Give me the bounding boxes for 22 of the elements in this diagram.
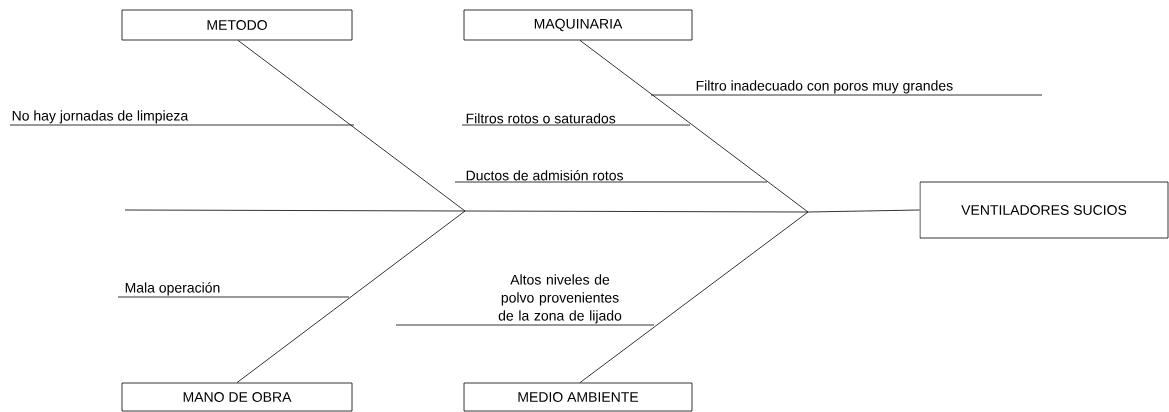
category-box: MANO DE OBRA <box>121 382 353 412</box>
bone-line <box>236 210 466 383</box>
cause-line <box>9 124 355 126</box>
cause-line <box>454 181 768 183</box>
cause-text: Ductos de admisión rotos <box>466 169 624 181</box>
cause-text: Mala operación <box>125 282 220 296</box>
cause-line <box>395 324 655 326</box>
cause-line <box>461 124 691 126</box>
bone-line <box>237 40 466 212</box>
cause-text: Altos niveles de polvo provenientes de la zona de lijado <box>498 274 622 324</box>
cause-line <box>650 94 1043 96</box>
bone-line <box>579 40 809 213</box>
spine-line <box>124 209 920 213</box>
bone-line <box>579 211 809 383</box>
category-box: MAQUINARIA <box>463 9 693 41</box>
category-box: VENTILADORES SUCIOS <box>919 181 1169 239</box>
category-box: METODO <box>121 9 353 41</box>
cause-line <box>117 296 350 298</box>
cause-text: Filtros rotos o saturados <box>466 113 616 124</box>
category-box: MEDIO AMBIENTE <box>463 382 693 412</box>
cause-text: Filtro inadecuado con poros muy grandes <box>696 80 953 94</box>
cause-text: No hay jornadas de limpieza <box>12 110 189 124</box>
